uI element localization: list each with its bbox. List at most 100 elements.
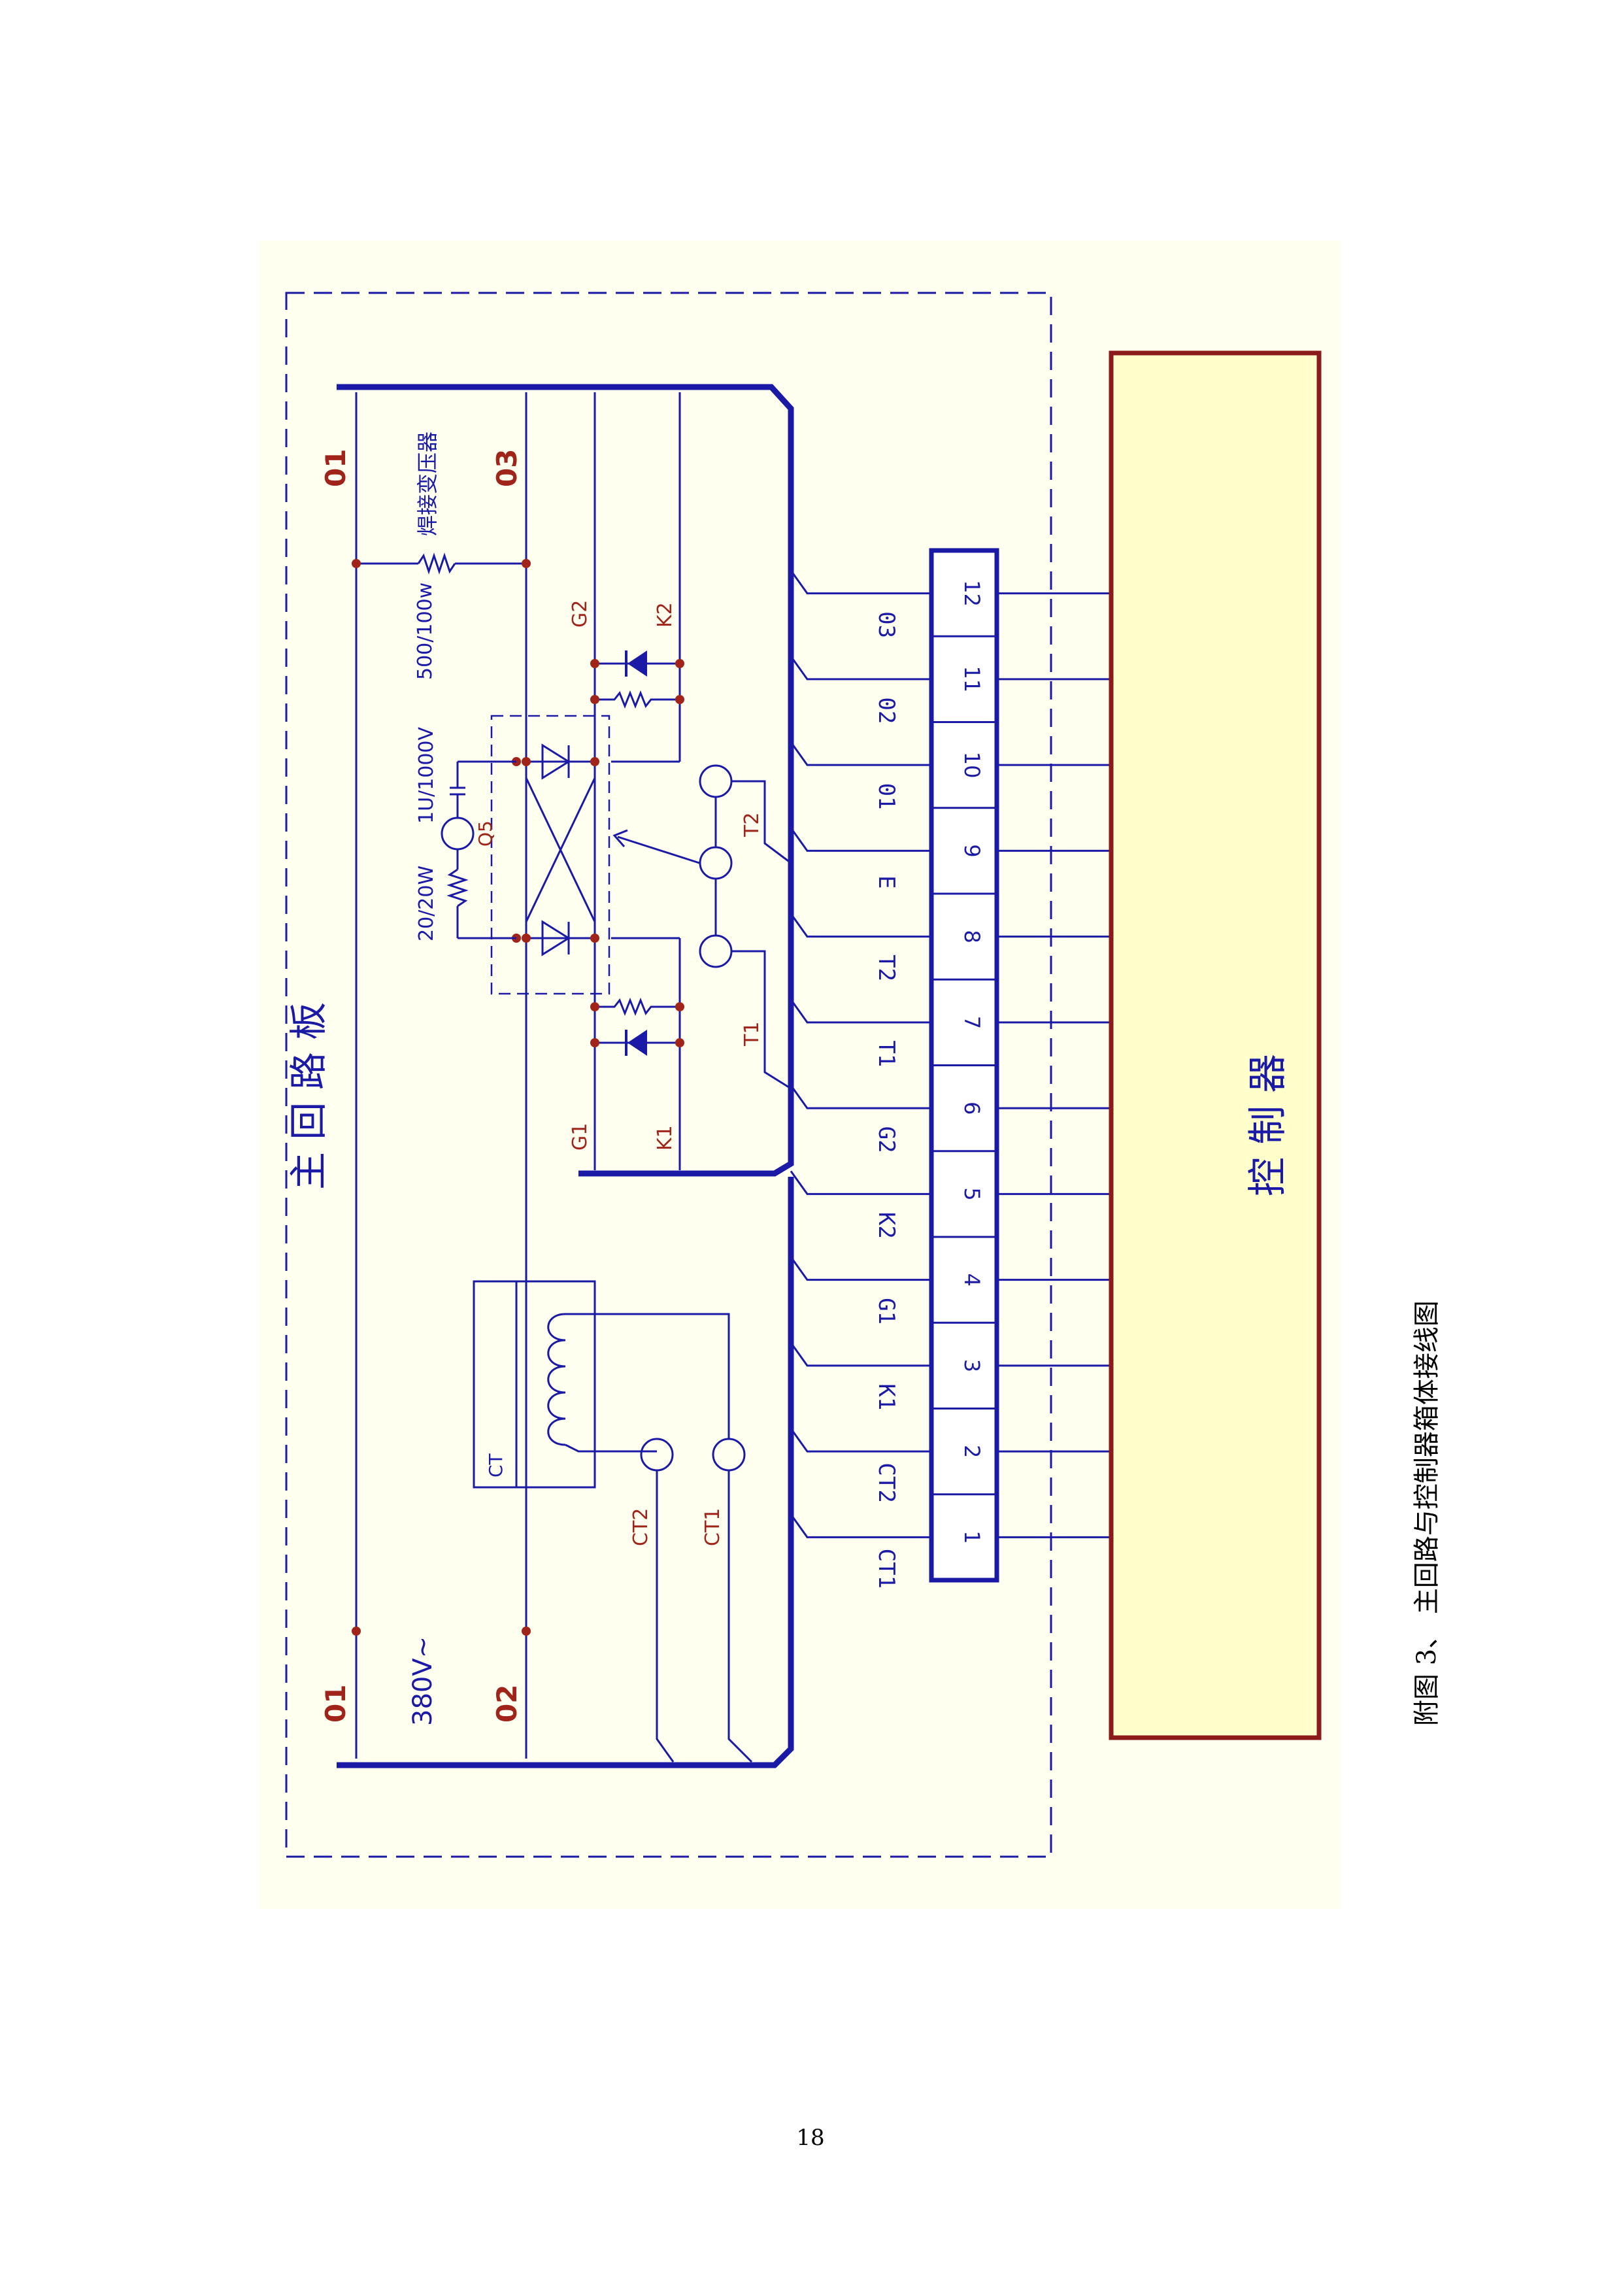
thyristor-2 xyxy=(541,920,571,956)
terminal-wire-left xyxy=(790,656,931,681)
snubber-resistor xyxy=(446,868,469,907)
junction xyxy=(675,695,684,704)
ct-wire xyxy=(565,1313,730,1438)
terminal-label-left: 02 xyxy=(873,697,899,724)
terminal-label-left: T1 xyxy=(873,1040,899,1067)
t2-wire xyxy=(731,780,792,864)
ct-label: CT xyxy=(485,1453,507,1477)
board-title: 主 回 路 板 xyxy=(286,1002,331,1190)
junction xyxy=(522,757,531,766)
junction xyxy=(352,1627,361,1636)
fuse-label: Q5 xyxy=(475,820,496,847)
junction xyxy=(352,559,361,568)
terminal-wire-left xyxy=(790,741,931,766)
controller-box xyxy=(1109,350,1322,1740)
transformer-label: 焊接变压器 xyxy=(415,431,440,536)
junction xyxy=(590,757,599,766)
junction xyxy=(590,934,599,943)
thermal-arrow xyxy=(617,836,700,864)
resistor-label: 500/100w xyxy=(414,582,437,680)
terminal-number: 2 xyxy=(960,1445,984,1458)
terminal-label-left: 03 xyxy=(873,611,899,638)
cap-label: 1U/1000V xyxy=(415,727,438,824)
terminal-number: 9 xyxy=(960,844,984,857)
label-ct2: CT2 xyxy=(629,1508,652,1546)
terminal-label-left: G2 xyxy=(873,1126,899,1153)
page-number: 18 xyxy=(796,2125,825,2151)
terminal-label-left: CT2 xyxy=(873,1462,899,1502)
terminal-wire-left xyxy=(790,913,931,938)
label-ct1: CT1 xyxy=(701,1508,724,1546)
terminal-number: 1 xyxy=(960,1530,984,1544)
thy-cross xyxy=(525,777,596,922)
thyristor-1 xyxy=(541,743,571,780)
junction xyxy=(522,1627,531,1636)
label-k2: K2 xyxy=(654,602,677,628)
main-board-outline xyxy=(285,292,1052,1858)
terminal-label-left: T2 xyxy=(873,954,899,981)
terminal-label-left: 01 xyxy=(873,783,899,810)
terminal-wire-left xyxy=(790,1256,931,1281)
terminal-wire-left xyxy=(790,1170,931,1195)
terminal-number: 8 xyxy=(960,930,984,943)
label-k1: K1 xyxy=(654,1125,677,1151)
voltage-label: 380V~ xyxy=(408,1636,438,1726)
terminal-label-left: K2 xyxy=(873,1212,899,1239)
label-01-bottom: 01 xyxy=(320,1685,352,1723)
label-g1: G1 xyxy=(569,1123,592,1151)
label-t1: T1 xyxy=(741,1022,763,1047)
terminal-label-left: G1 xyxy=(873,1298,899,1325)
label-03: 03 xyxy=(491,449,523,487)
junction xyxy=(675,1038,684,1047)
ct-wire xyxy=(565,1443,657,1453)
junction xyxy=(522,559,531,568)
terminal-wire-left xyxy=(790,999,931,1024)
ct-coil xyxy=(547,1313,566,1446)
gate-resistor-2 xyxy=(595,690,680,709)
thyristor-module xyxy=(490,715,610,995)
controller-label: 控 制 器 xyxy=(1245,1054,1291,1196)
terminal-label-left: CT1 xyxy=(873,1549,899,1589)
terminal-wire-left xyxy=(790,1342,931,1367)
caption: 附图 3、 主回路与控制器箱体接线图 xyxy=(1412,1300,1442,1726)
terminal-number: 11 xyxy=(960,666,984,693)
label-02: 02 xyxy=(491,1685,523,1723)
terminal-number: 5 xyxy=(960,1187,984,1200)
ct2-wire xyxy=(656,1470,675,1763)
junction xyxy=(675,659,684,668)
terminal-wire-left xyxy=(790,1513,931,1538)
bottom-bus xyxy=(337,1177,794,1768)
terminal-wire-left xyxy=(790,1085,931,1109)
terminal-wire-left xyxy=(790,1428,931,1453)
junction xyxy=(590,1002,599,1011)
snubber-res-label: 20/20W xyxy=(415,866,438,941)
junction xyxy=(675,1002,684,1011)
terminal-number: 7 xyxy=(960,1016,984,1029)
terminal-number: 6 xyxy=(960,1102,984,1115)
ct1-wire xyxy=(727,1470,753,1763)
label-t2: T2 xyxy=(741,813,763,837)
label-01-top: 01 xyxy=(320,449,352,487)
thermal-arrow-head xyxy=(612,829,628,847)
terminal-number: 3 xyxy=(960,1359,984,1372)
terminal-number: 10 xyxy=(960,752,984,779)
junction xyxy=(590,695,599,704)
top-bus xyxy=(337,384,794,1177)
resistor-500 xyxy=(417,552,456,575)
diode-g1 xyxy=(627,1030,647,1056)
terminal-label-left: K1 xyxy=(873,1383,899,1410)
terminal-label-left: E xyxy=(873,875,899,888)
junction xyxy=(590,659,599,668)
junction xyxy=(590,1038,599,1047)
terminal-wire-left xyxy=(790,569,931,595)
gate-resistor-1 xyxy=(595,997,680,1017)
terminal-number: 4 xyxy=(960,1273,984,1286)
t1-wire xyxy=(731,950,792,1090)
terminal-number: 12 xyxy=(960,580,984,607)
current-transformer xyxy=(473,1280,596,1489)
label-g2: G2 xyxy=(569,600,592,628)
terminal-wire-left xyxy=(790,827,931,852)
diode-g2 xyxy=(627,650,647,677)
